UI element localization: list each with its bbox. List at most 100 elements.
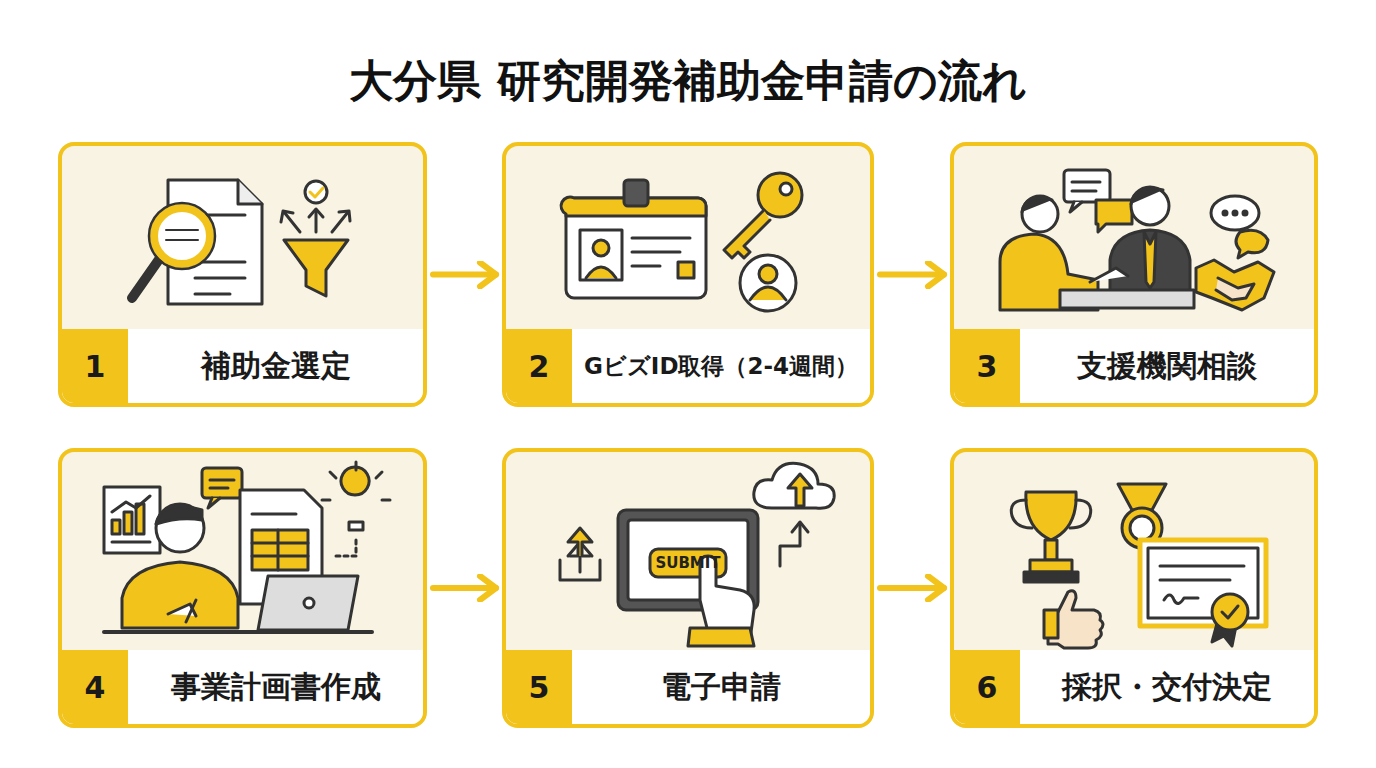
- label-strip: 1 補助金選定: [62, 329, 423, 403]
- submit-icon-part: [568, 528, 592, 556]
- consult-icon-part: [1070, 202, 1082, 212]
- search-icon-part: [154, 208, 210, 264]
- flow-arrow: [433, 585, 496, 591]
- consult-icon-part: [1060, 290, 1194, 308]
- award-icon-part: [1118, 484, 1166, 510]
- planning-icon-part: [336, 540, 356, 556]
- step-card: 3支援機関相談: [950, 142, 1318, 407]
- planning-icon-part: [330, 472, 336, 478]
- card-ground-part: [950, 448, 1318, 728]
- step-label-box: GビズID取得（2-4週間）: [572, 329, 870, 403]
- planning-icon-part: [186, 600, 196, 622]
- search-icon-part: [195, 277, 245, 280]
- card-ground: [58, 142, 1318, 728]
- step-label: 事業計画書作成: [171, 667, 381, 708]
- card-ground-part: [950, 142, 1318, 407]
- label-strip: 2 GビズID取得（2-4週間）: [506, 329, 870, 403]
- consult-icon-part: [1022, 196, 1058, 232]
- search-icon-part: [281, 211, 293, 222]
- planning-icon-part: [252, 513, 296, 516]
- award-icon-part: [1030, 560, 1072, 572]
- search-icon-part: [238, 180, 262, 204]
- planning-icon: [104, 462, 390, 632]
- search-icon-part: [195, 293, 230, 296]
- consult-icon-part: [1064, 170, 1110, 202]
- step-number: 6: [954, 650, 1020, 724]
- planning-icon-part: [382, 499, 390, 502]
- consult-icon-part: [1096, 200, 1132, 232]
- consult-icon-part: [1216, 278, 1254, 300]
- search-icon-part: [284, 240, 348, 296]
- consult-icon-part: [1072, 181, 1100, 184]
- award-icon-part: [1024, 572, 1078, 582]
- step-label-box: 支援機関相談: [1020, 329, 1314, 403]
- planning-icon-part: [304, 598, 314, 608]
- id-icon-part: [580, 230, 622, 280]
- flow-arrow: [433, 272, 496, 278]
- planning-icon-part: [252, 555, 308, 558]
- planning-icon-part: [341, 467, 369, 495]
- card-ground-part: [502, 142, 874, 407]
- label-strip: 6 採択・交付決定: [954, 650, 1314, 724]
- consult-icon-part: [1072, 190, 1096, 193]
- consult-icon-part: [1233, 211, 1237, 215]
- submit-icon: [560, 463, 834, 646]
- search-icon-part: [309, 209, 323, 217]
- search-icon-part: [149, 203, 215, 269]
- submit-icon-part: [754, 463, 834, 508]
- consult-icon-part: [1243, 211, 1247, 215]
- step-label-box: 事業計画書作成: [128, 650, 423, 724]
- planning-icon-part: [104, 630, 372, 634]
- consult-icon-part: [1131, 187, 1169, 225]
- id-icon-part: [750, 287, 786, 300]
- id-icon-part: [586, 267, 616, 278]
- consult-icon-part: [1211, 196, 1259, 230]
- planning-icon-part: [112, 496, 150, 512]
- step-label: 採択・交付決定: [1062, 667, 1272, 708]
- planning-icon-part: [277, 530, 280, 570]
- step-number: 2: [506, 329, 572, 403]
- consult-icon-part: [1196, 260, 1274, 310]
- step-label: 補助金選定: [201, 346, 351, 387]
- consult-icon-part: [1022, 198, 1052, 212]
- planning-icon-part: [210, 479, 234, 482]
- planning-icon-part: [124, 512, 132, 534]
- award-icon-part: [1212, 594, 1248, 630]
- consult-icon-part: [1236, 230, 1268, 258]
- flow-arrow: [880, 585, 944, 591]
- step-card: 6 採択・交付決定: [950, 448, 1318, 728]
- award-icon-part: [1026, 492, 1076, 540]
- award-icon: [1011, 484, 1266, 648]
- step-label: GビズID取得（2-4週間）: [584, 351, 858, 382]
- id-icon-part: [632, 251, 680, 254]
- search-icon-part: [339, 211, 350, 221]
- label-strip: 3支援機関相談: [954, 329, 1314, 403]
- search-icon-part: [315, 210, 318, 232]
- search-icon-part: [332, 212, 348, 232]
- submit-icon-part: [792, 522, 808, 532]
- award-icon-part: [1160, 579, 1230, 582]
- planning-icon-part: [112, 541, 150, 544]
- id-icon-part: [740, 255, 796, 311]
- button-label: SUBMIT: [655, 554, 720, 572]
- step-label-box: 電子申請: [572, 650, 870, 724]
- flow-arrow: [880, 272, 944, 278]
- consult-icon: [1000, 170, 1274, 310]
- consult-icon-part: [1144, 232, 1156, 288]
- award-icon-part: [1130, 516, 1154, 540]
- award-icon-part: [1164, 595, 1198, 604]
- step-card: 1 補助金選定: [58, 142, 427, 407]
- step-label-box: 採択・交付決定: [1020, 650, 1314, 724]
- id-icon-part: [780, 183, 792, 195]
- card-ground-part: [58, 448, 427, 728]
- step-label: 電子申請: [661, 667, 781, 708]
- id-icon: [561, 173, 802, 311]
- step-number: 4: [62, 650, 128, 724]
- step-number: 1: [62, 329, 128, 403]
- planning-icon-part: [104, 487, 160, 553]
- title-block: 大分県 研究開発補助金申請の流れ: [0, 52, 1376, 111]
- planning-icon-part: [258, 576, 358, 630]
- id-icon-part: [632, 265, 660, 268]
- award-icon-part: [1070, 500, 1091, 528]
